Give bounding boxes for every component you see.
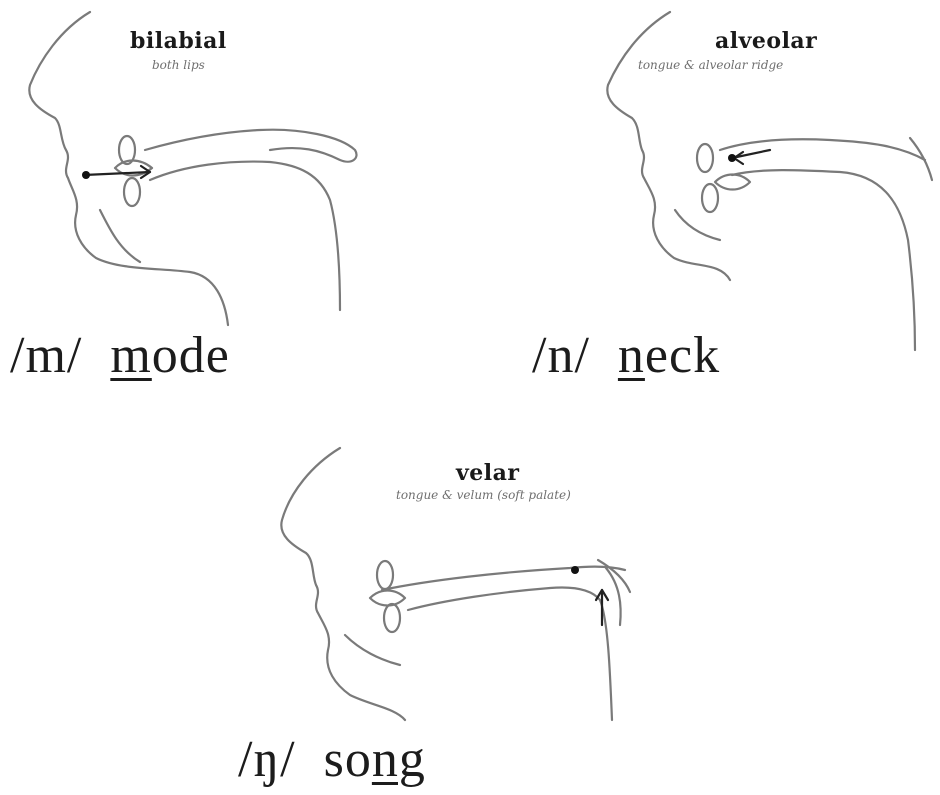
phoneme-symbol: /n/ [532, 327, 590, 384]
phoneme-example: /n/ neck [532, 326, 720, 385]
word-rest: ode [152, 327, 230, 384]
jaw-line [675, 210, 720, 240]
upper-teeth [377, 561, 393, 589]
place-title: bilabial [130, 28, 227, 54]
palate-line [382, 567, 625, 590]
example-word: neck [618, 327, 720, 384]
word-rest: eck [645, 327, 720, 384]
underlined-letters: ng [372, 731, 426, 788]
underlined-letters: m [110, 327, 151, 384]
lower-teeth [384, 604, 400, 632]
place-subtitle: tongue & alveolar ridge [638, 58, 783, 72]
contact-point [82, 171, 90, 179]
face-profile [607, 12, 730, 280]
phoneme-symbol: /ŋ/ [238, 731, 296, 788]
phoneme-symbol: /m/ [10, 327, 82, 384]
upper-teeth [697, 144, 713, 172]
word-prefix: so [324, 731, 372, 788]
jaw-line [345, 635, 400, 665]
bilabial-panel: bilabial both lips /m/ mode [0, 0, 470, 420]
example-word: song [324, 731, 426, 788]
place-title: alveolar [715, 28, 817, 54]
underlined-letters: n [618, 327, 645, 384]
jaw-line [100, 210, 140, 262]
palate-line [720, 139, 925, 160]
contact-point [571, 566, 579, 574]
tongue-line [732, 170, 915, 350]
palate-line [145, 130, 357, 162]
velum-line [598, 560, 630, 592]
tongue-line [150, 162, 340, 310]
lower-teeth [702, 184, 718, 212]
example-word: mode [110, 327, 230, 384]
tongue-line [408, 588, 612, 721]
contact-point [728, 154, 736, 162]
lower-teeth [124, 178, 140, 206]
face-profile [281, 448, 405, 720]
place-subtitle: tongue & velum (soft palate) [396, 488, 571, 502]
alveolar-panel: alveolar tongue & alveolar ridge /n/ nec… [470, 0, 940, 420]
velar-panel: velar tongue & velum (soft palate) /ŋ/ s… [230, 420, 710, 795]
phoneme-example: /m/ mode [10, 326, 230, 385]
place-subtitle: both lips [152, 58, 205, 72]
phoneme-example: /ŋ/ song [238, 730, 426, 789]
place-title: velar [456, 460, 519, 486]
